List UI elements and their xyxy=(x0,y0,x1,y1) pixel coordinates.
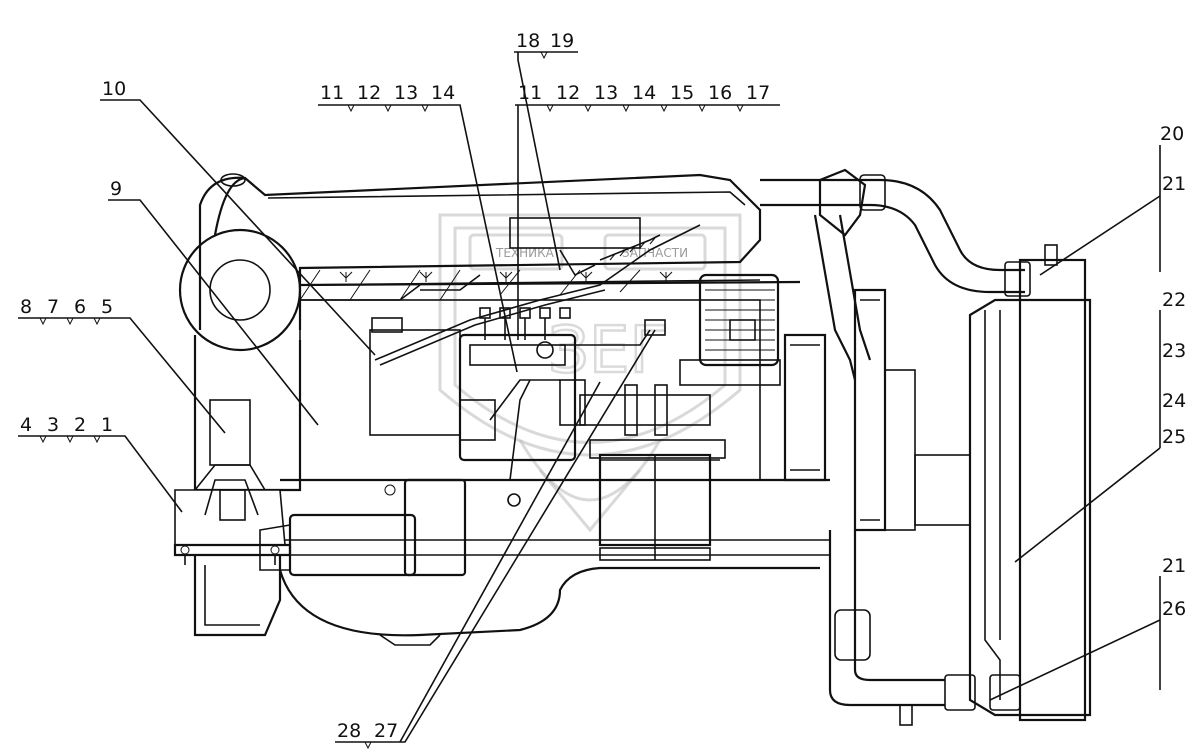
turbo-intake xyxy=(178,173,302,352)
callout-13-right: 13 xyxy=(594,82,618,104)
fuel-filter xyxy=(589,439,726,561)
callout-6: 6 xyxy=(74,296,86,318)
callout-21-bottom: 21 xyxy=(1162,555,1186,577)
callout-25: 25 xyxy=(1162,426,1186,448)
callout-13-left: 13 xyxy=(394,82,418,104)
crankshaft-pulley xyxy=(853,288,971,532)
callout-21-top: 21 xyxy=(1162,173,1186,195)
callout-12-left: 12 xyxy=(357,82,381,104)
coupling-shaft xyxy=(559,379,711,436)
callout-4: 4 xyxy=(20,414,32,436)
air-compressor xyxy=(679,273,781,386)
callout-18: 18 xyxy=(516,30,540,52)
radiator xyxy=(968,244,1092,722)
callout-8: 8 xyxy=(20,296,32,318)
starter-motor xyxy=(259,478,467,577)
callout-27: 27 xyxy=(374,720,398,742)
watermark-left-text: ТЕХНИКА xyxy=(495,246,555,260)
upper-coolant-pipe xyxy=(760,168,1031,381)
callout-26: 26 xyxy=(1162,598,1186,620)
callout-24: 24 xyxy=(1162,390,1186,412)
callout-11-left: 11 xyxy=(320,82,344,104)
callout-22: 22 xyxy=(1162,289,1186,311)
throttle-linkage xyxy=(374,217,701,507)
engine-body xyxy=(178,173,830,646)
lower-coolant-pipe xyxy=(828,530,1021,726)
callout-19: 19 xyxy=(550,30,574,52)
callout-14-left: 14 xyxy=(431,82,455,104)
callout-16: 16 xyxy=(708,82,732,104)
callout-11-right: 11 xyxy=(518,82,542,104)
callout-12-right: 12 xyxy=(556,82,580,104)
rocker-cover-bolts xyxy=(339,271,673,282)
callout-2: 2 xyxy=(74,414,86,436)
callout-5: 5 xyxy=(101,296,113,318)
leader-lines xyxy=(18,51,1161,743)
watermark-logo-text: ЗЕГ xyxy=(548,314,669,388)
callout-14-right: 14 xyxy=(632,82,656,104)
callout-23: 23 xyxy=(1162,340,1186,362)
watermark-right-text: ЗАПЧАСТИ xyxy=(622,246,688,260)
callout-17: 17 xyxy=(746,82,770,104)
callout-separators xyxy=(39,51,744,750)
alternator xyxy=(783,333,827,482)
callout-7: 7 xyxy=(47,296,59,318)
front-engine-mount xyxy=(173,399,292,637)
callout-15: 15 xyxy=(670,82,694,104)
callout-20: 20 xyxy=(1160,123,1184,145)
callout-10: 10 xyxy=(102,78,126,100)
callout-1: 1 xyxy=(101,414,113,436)
callout-9: 9 xyxy=(110,178,122,200)
callout-3: 3 xyxy=(47,414,59,436)
callout-labels: 10 9 8 7 6 5 4 3 2 1 11 12 13 14 11 12 1… xyxy=(20,30,1186,742)
callout-28: 28 xyxy=(337,720,361,742)
